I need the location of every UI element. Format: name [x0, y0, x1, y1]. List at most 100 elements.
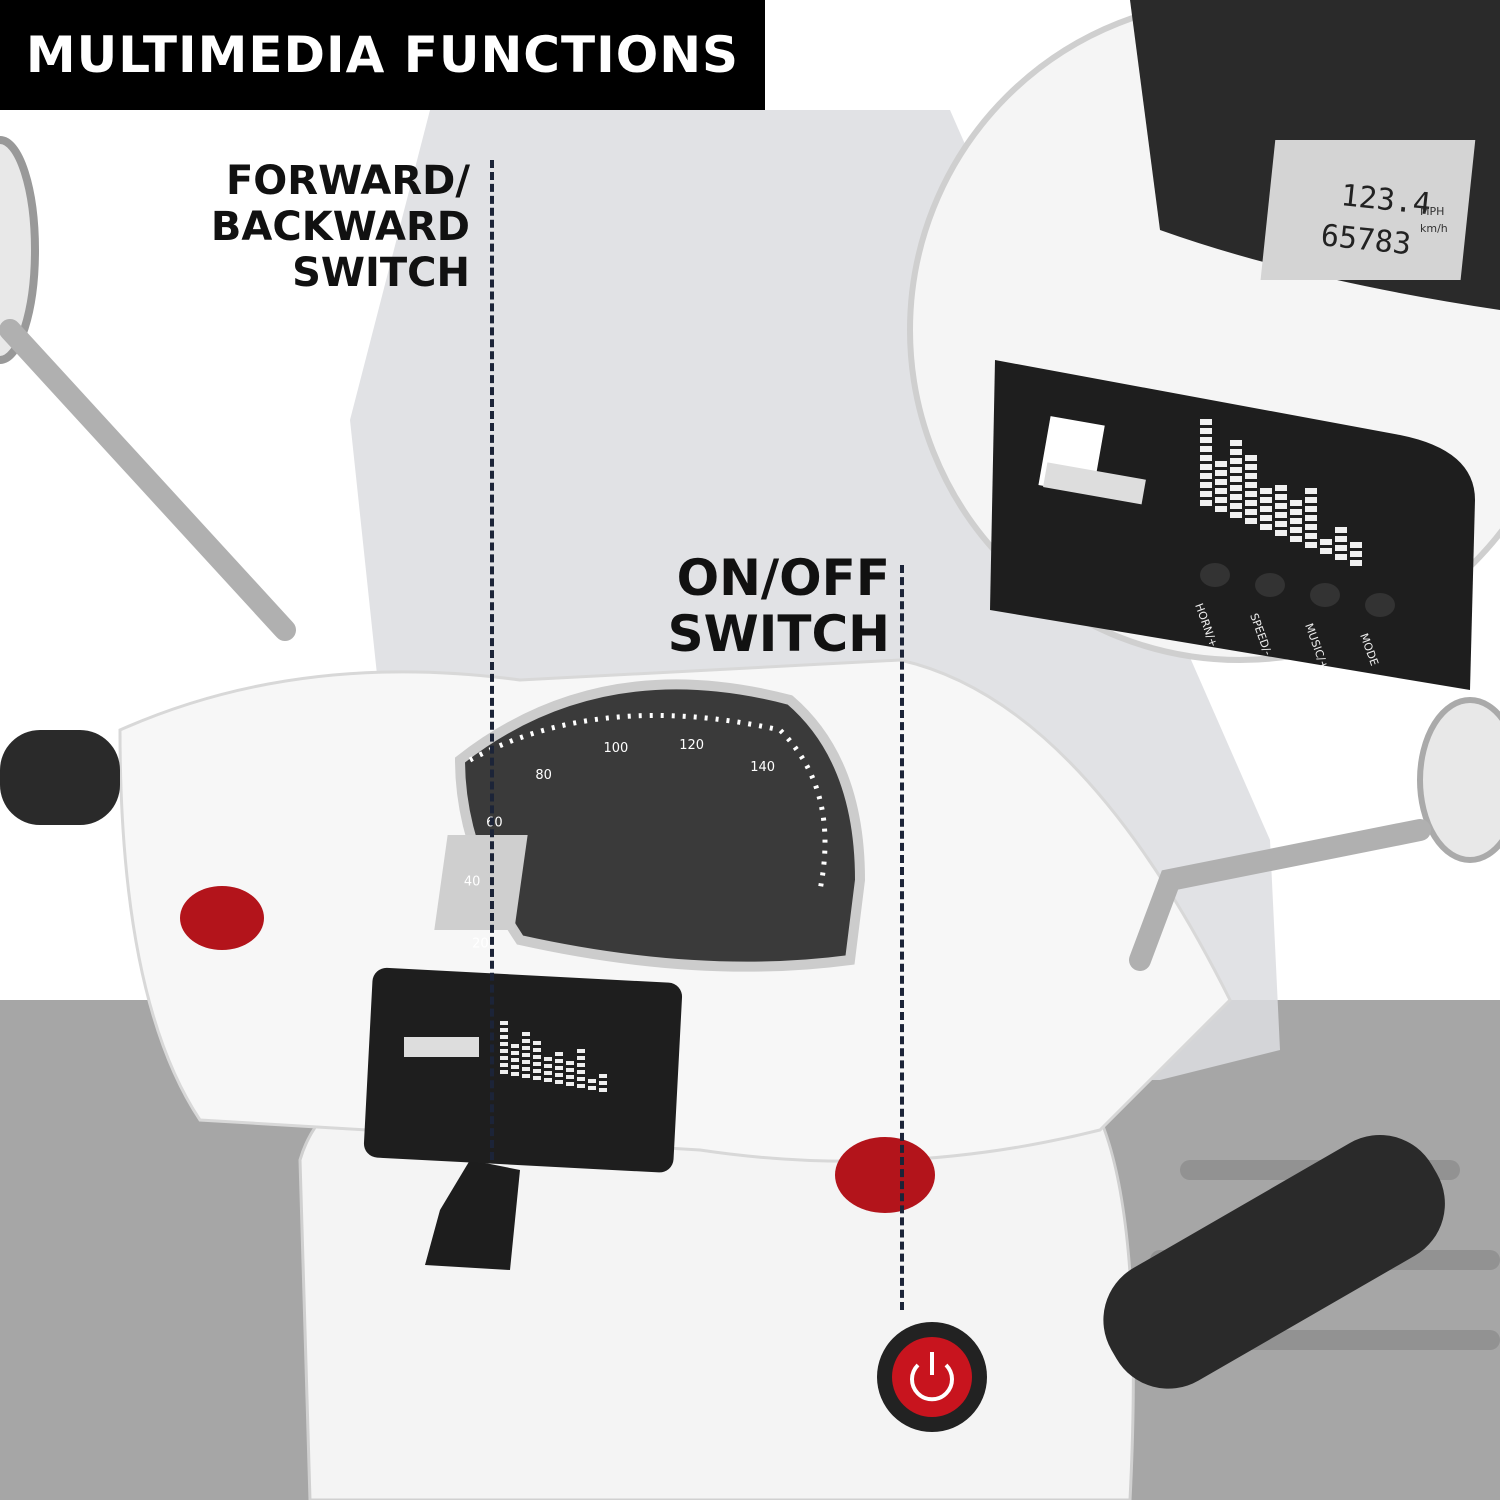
equalizer-bar	[500, 1035, 508, 1039]
speed-tick-label: 60	[486, 815, 503, 830]
equalizer-bar	[1215, 479, 1227, 485]
equalizer-bar	[511, 1065, 519, 1069]
equalizer-bar	[1260, 488, 1272, 494]
equalizer-bar	[1200, 419, 1212, 425]
power-button[interactable]	[877, 1322, 987, 1432]
panel-button[interactable]	[1200, 563, 1230, 587]
on-off-callout: ON/OFF SWITCH	[660, 550, 890, 662]
equalizer-bar	[1200, 464, 1212, 470]
speed-tick-label: 120	[679, 738, 704, 753]
equalizer-bar	[566, 1075, 574, 1079]
equalizer-bar	[500, 1028, 508, 1032]
equalizer-bar	[577, 1077, 585, 1081]
equalizer-bar	[1230, 476, 1242, 482]
equalizer-bar	[1215, 461, 1227, 467]
equalizer-bar	[522, 1074, 530, 1078]
equalizer-bar	[577, 1070, 585, 1074]
equalizer-bar	[500, 1021, 508, 1025]
equalizer-bar	[1275, 485, 1287, 491]
equalizer-bar	[500, 1063, 508, 1067]
equalizer-bar	[1245, 518, 1257, 524]
equalizer-bar	[522, 1032, 530, 1036]
equalizer-bar	[1245, 509, 1257, 515]
equalizer-bar	[555, 1080, 563, 1084]
equalizer-bar	[544, 1057, 552, 1061]
equalizer-bar	[1230, 458, 1242, 464]
equalizer-bar	[1215, 470, 1227, 476]
panel-button[interactable]	[1255, 573, 1285, 597]
equalizer-bar	[566, 1061, 574, 1065]
equalizer-bar	[1305, 506, 1317, 512]
equalizer-bar	[522, 1067, 530, 1071]
forward-backward-leader-line	[490, 160, 494, 1160]
equalizer-bar	[1335, 527, 1347, 533]
right-indicator	[835, 1137, 935, 1213]
equalizer-bar	[533, 1076, 541, 1080]
forward-backward-switch[interactable]	[425, 1160, 520, 1270]
equalizer-bar	[1305, 515, 1317, 521]
panel-button[interactable]	[1365, 593, 1395, 617]
forward-backward-callout: FORWARD/ BACKWARD SWITCH	[190, 158, 470, 296]
callout-line: SWITCH	[667, 605, 890, 663]
equalizer-bar	[1305, 497, 1317, 503]
equalizer-bar	[522, 1046, 530, 1050]
equalizer-bar	[566, 1068, 574, 1072]
equalizer-bar	[533, 1055, 541, 1059]
equalizer-bar	[544, 1071, 552, 1075]
equalizer-bar	[1230, 512, 1242, 518]
equalizer-bar	[533, 1041, 541, 1045]
equalizer-bar	[1245, 500, 1257, 506]
equalizer-bar	[1230, 449, 1242, 455]
equalizer-bar	[566, 1082, 574, 1086]
equalizer-bar	[1335, 536, 1347, 542]
equalizer-bar	[588, 1086, 596, 1090]
lcd-unit-mph: MPH	[1420, 205, 1444, 218]
callout-line: ON/OFF	[676, 549, 890, 607]
equalizer-bar	[511, 1072, 519, 1076]
equalizer-bar	[1230, 503, 1242, 509]
equalizer-bar	[511, 1058, 519, 1062]
equalizer-bar	[1200, 500, 1212, 506]
equalizer-bar	[500, 1049, 508, 1053]
equalizer-bar	[1350, 551, 1362, 557]
equalizer-bar	[1290, 509, 1302, 515]
equalizer-bar	[1215, 497, 1227, 503]
equalizer-bar	[1305, 533, 1317, 539]
page-title: MULTIMEDIA FUNCTIONS	[25, 26, 740, 84]
panel-button[interactable]	[1310, 583, 1340, 607]
equalizer-bar	[1290, 536, 1302, 542]
right-mirror	[1129, 697, 1500, 971]
equalizer-bar	[1245, 473, 1257, 479]
callout-line: FORWARD/	[225, 158, 470, 204]
equalizer-bar	[1350, 560, 1362, 566]
multimedia-panel	[363, 967, 683, 1173]
equalizer-bar	[577, 1049, 585, 1053]
equalizer-bar	[1290, 527, 1302, 533]
equalizer-bar	[1305, 488, 1317, 494]
equalizer-bar	[1245, 464, 1257, 470]
callout-line: BACKWARD	[210, 204, 470, 250]
speed-tick-label: 140	[750, 760, 775, 775]
equalizer-bar	[1290, 518, 1302, 524]
equalizer-bar	[1275, 521, 1287, 527]
equalizer-bar	[1245, 482, 1257, 488]
equalizer-bar	[1275, 494, 1287, 500]
equalizer-bar	[577, 1063, 585, 1067]
equalizer-bar	[1290, 500, 1302, 506]
equalizer-bar	[544, 1078, 552, 1082]
equalizer-bar	[500, 1042, 508, 1046]
equalizer-bar	[544, 1064, 552, 1068]
equalizer-bar	[1200, 473, 1212, 479]
equalizer-bar	[533, 1069, 541, 1073]
equalizer-bar	[1200, 482, 1212, 488]
equalizer-bar	[1245, 455, 1257, 461]
callout-line: SWITCH	[292, 250, 470, 296]
equalizer-bar	[599, 1088, 607, 1092]
title-banner: MULTIMEDIA FUNCTIONS	[0, 0, 765, 110]
equalizer-bar	[1275, 503, 1287, 509]
right-grip	[1103, 1135, 1445, 1389]
equalizer-bar	[1215, 488, 1227, 494]
equalizer-bar	[1200, 437, 1212, 443]
speed-tick-label: 20	[472, 936, 489, 951]
